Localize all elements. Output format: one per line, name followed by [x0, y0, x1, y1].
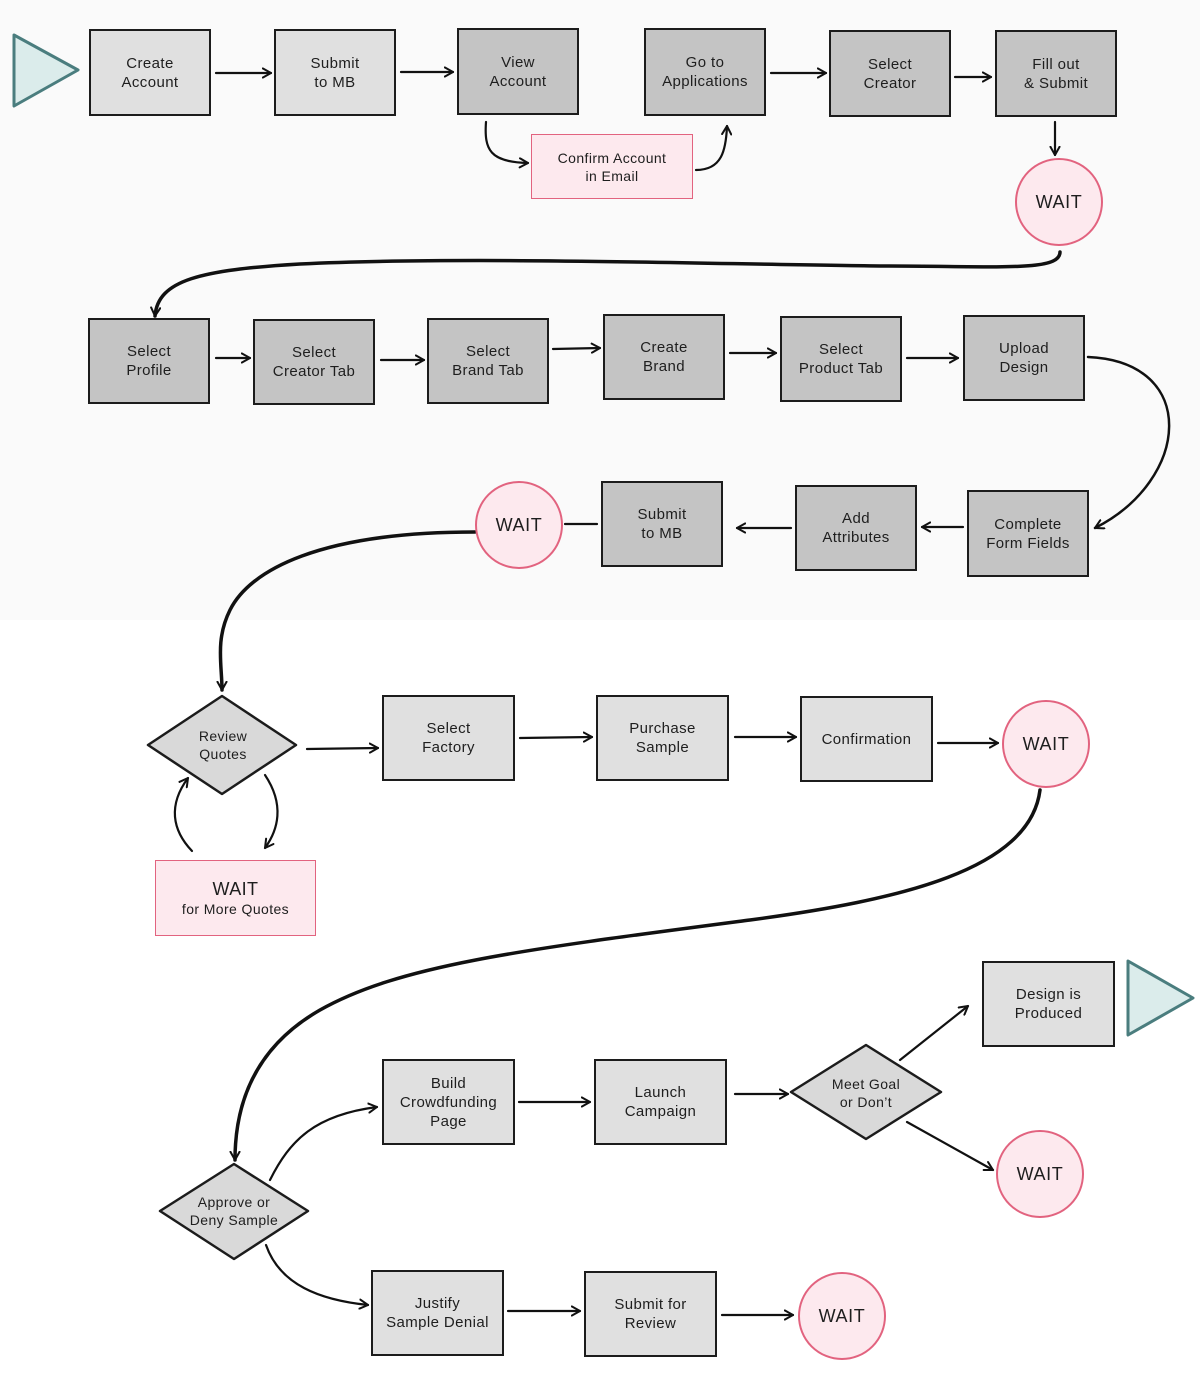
wait-circle-4: WAIT — [996, 1130, 1084, 1218]
wait-more-quotes-box: WAIT for More Quotes — [155, 860, 316, 936]
build-crowdfunding-box: Build Crowdfunding Page — [382, 1059, 515, 1145]
arrow-brand-tab-to-create-brand — [551, 348, 602, 349]
arrow-approve-to-build — [268, 1107, 379, 1182]
submit-for-review-box: Submit for Review — [584, 1271, 717, 1357]
fill-out-submit-box: Fill out & Submit — [995, 30, 1117, 117]
justify-denial-box: Justify Sample Denial — [371, 1270, 504, 1356]
meet-goal-diamond — [789, 1043, 943, 1141]
arrow-wait-to-select-profile — [155, 250, 1062, 318]
review-quotes-label: Review Quotes — [198, 728, 248, 762]
create-account-box: Create Account — [89, 29, 211, 116]
start-terminal-icon — [12, 33, 80, 108]
submit-to-mb-box: Submit to MB — [274, 29, 396, 116]
wait-circle-5: WAIT — [798, 1272, 886, 1360]
review-quotes-diamond — [146, 694, 298, 796]
view-account-box: View Account — [457, 28, 579, 115]
select-creator-tab-box: Select Creator Tab — [253, 319, 375, 405]
add-attributes-box: Add Attributes — [795, 485, 917, 571]
arrow-wait-to-approve-deny — [235, 788, 1042, 1162]
select-factory-box: Select Factory — [382, 695, 515, 781]
wait-circle-1: WAIT — [1015, 158, 1103, 246]
approve-deny-diamond — [158, 1162, 310, 1261]
arrow-factory-to-purchase — [518, 737, 594, 738]
launch-campaign-box: Launch Campaign — [594, 1059, 727, 1145]
wait-more-quotes-title: WAIT — [212, 879, 259, 899]
complete-form-fields-box: Complete Form Fields — [967, 490, 1089, 577]
arrow-wait-to-review-quotes — [220, 530, 477, 692]
arrow-review-to-wait-more — [263, 773, 279, 850]
arrow-meet-goal-to-wait — [905, 1120, 995, 1172]
arrow-approve-to-justify — [264, 1243, 370, 1305]
create-brand-box: Create Brand — [603, 314, 725, 400]
go-to-applications-box: Go to Applications — [644, 28, 766, 116]
select-product-tab-box: Select Product Tab — [780, 316, 902, 402]
arrow-view-to-confirm — [484, 120, 530, 163]
end-terminal-icon — [1126, 959, 1195, 1037]
select-profile-box: Select Profile — [88, 318, 210, 404]
wait-circle-2: WAIT — [475, 481, 563, 569]
arrow-upload-to-complete-form — [1086, 355, 1171, 528]
select-brand-tab-box: Select Brand Tab — [427, 318, 549, 404]
confirmation-box: Confirmation — [800, 696, 933, 782]
select-creator-box: Select Creator — [829, 30, 951, 117]
approve-deny-label: Approve or Deny Sample — [189, 1194, 279, 1228]
arrow-meet-goal-to-produced — [898, 1004, 970, 1062]
wait-more-quotes-subtitle: for More Quotes — [181, 901, 290, 917]
arrow-confirm-to-goto — [694, 124, 727, 172]
upload-design-box: Upload Design — [963, 315, 1085, 401]
meet-goal-label: Meet Goal or Don’t — [831, 1076, 901, 1110]
confirm-account-email-box: Confirm Account in Email — [531, 134, 693, 199]
submit-to-mb-box-2: Submit to MB — [601, 481, 723, 567]
arrow-wait-more-to-review — [173, 776, 194, 853]
wait-circle-3: WAIT — [1002, 700, 1090, 788]
arrow-review-to-factory — [305, 748, 380, 749]
design-produced-box: Design is Produced — [982, 961, 1115, 1047]
purchase-sample-box: Purchase Sample — [596, 695, 729, 781]
